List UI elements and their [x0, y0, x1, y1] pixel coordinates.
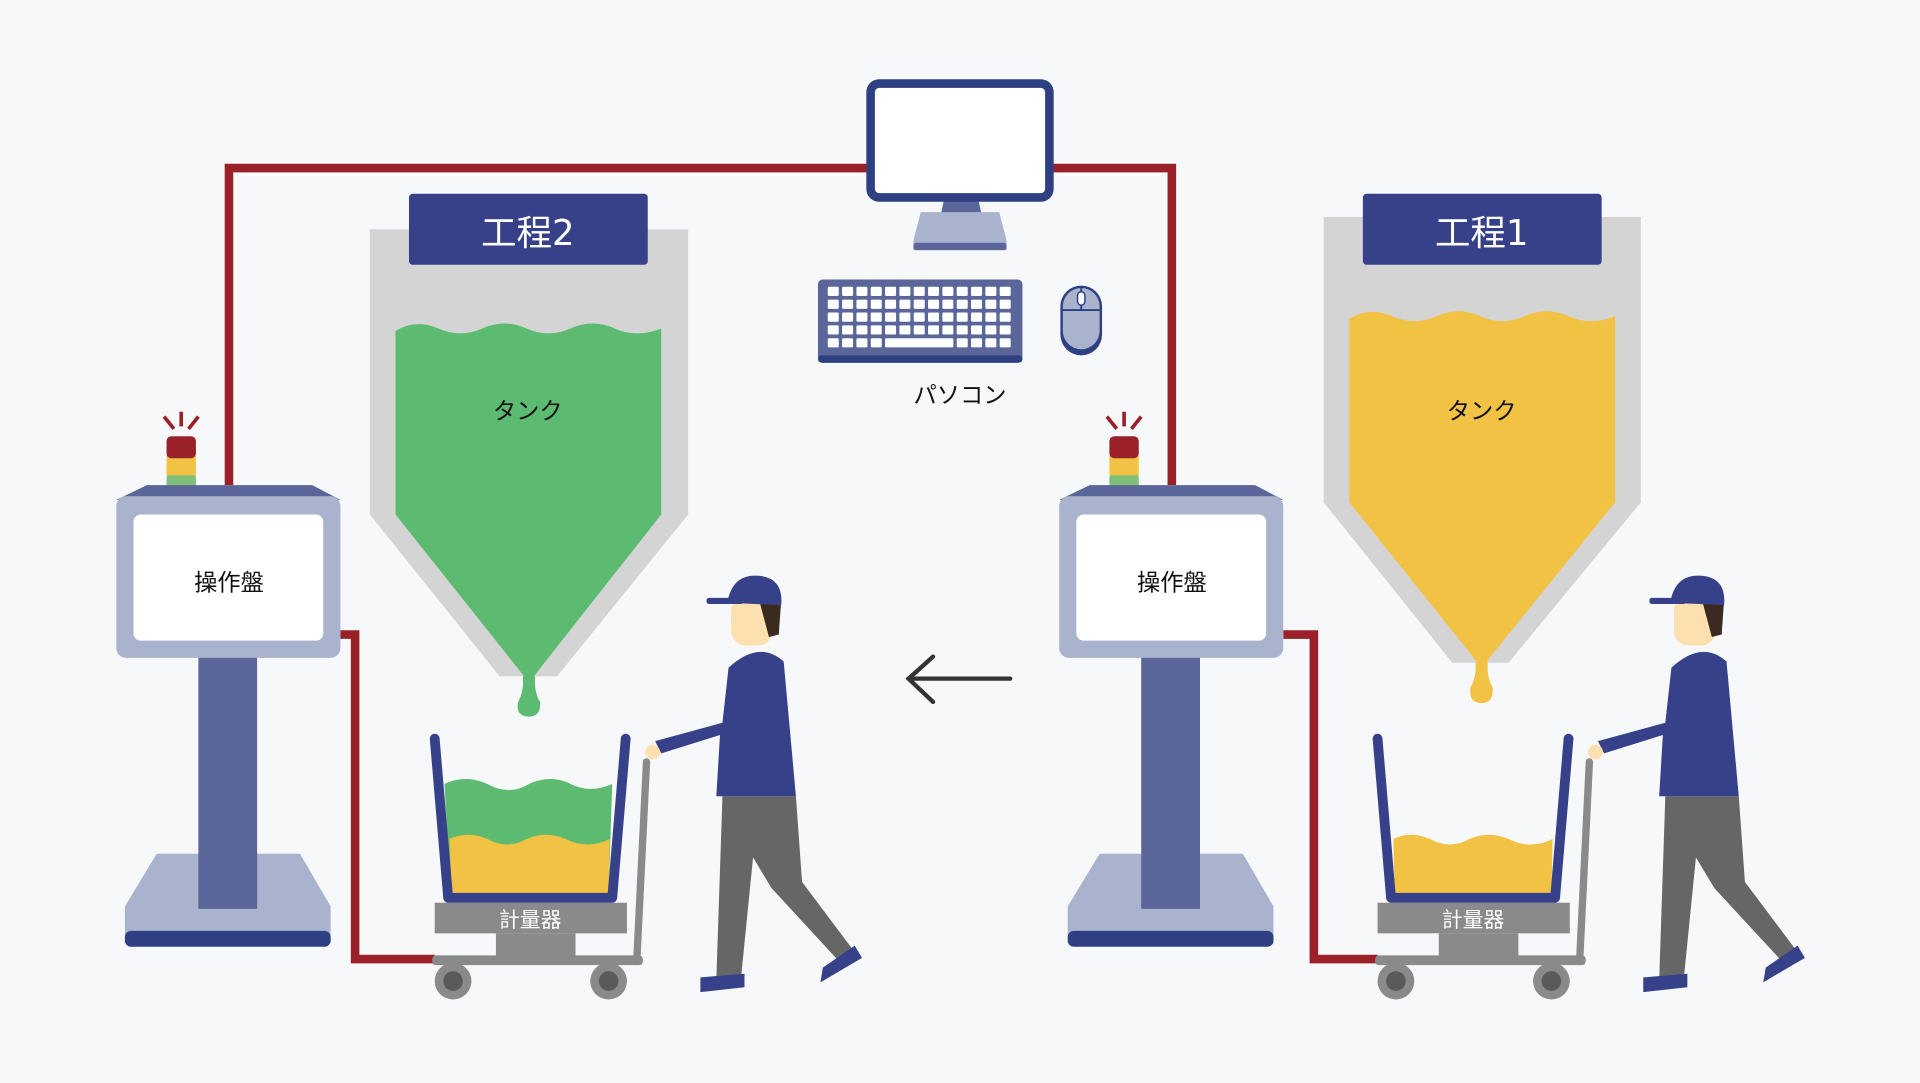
keyboard-key	[856, 312, 868, 322]
keyboard-key	[842, 325, 854, 335]
keyboard-key	[870, 338, 882, 348]
keyboard-key	[971, 286, 983, 296]
process-1-title: 工程1	[1435, 213, 1529, 254]
keyboard-key	[985, 325, 997, 335]
drip-icon	[1470, 661, 1493, 704]
keyboard-key	[971, 325, 983, 335]
keyboard-key	[999, 312, 1011, 322]
bucket-icon	[429, 733, 631, 903]
keyboard-key	[856, 338, 868, 348]
keyboard-key	[928, 286, 940, 296]
keyboard-key	[913, 312, 925, 322]
process-2: 工程2 タンク 操作盤 計量器	[114, 193, 863, 1000]
keyboard-key	[842, 312, 854, 322]
keyboard-icon	[817, 279, 1023, 363]
keyboard-key	[870, 286, 882, 296]
keyboard-key	[885, 338, 954, 348]
computer-label: パソコン	[913, 382, 1006, 409]
keyboard-key	[971, 312, 983, 322]
keyboard-key	[856, 325, 868, 335]
keyboard-key	[956, 286, 968, 296]
bucket-icon	[1372, 733, 1574, 903]
keyboard-key	[827, 286, 839, 296]
keyboard-key	[913, 325, 925, 335]
process-2-title-box	[408, 193, 648, 265]
keyboard-key	[885, 299, 897, 309]
keyboard-key	[827, 299, 839, 309]
keyboard-key	[827, 338, 839, 348]
keyboard-key	[842, 299, 854, 309]
keyboard-key	[985, 286, 997, 296]
keyboard-key	[971, 299, 983, 309]
control-panel-tower	[1057, 409, 1286, 949]
drip-icon	[517, 676, 541, 717]
keyboard-key	[885, 312, 897, 322]
keyboard-key	[899, 312, 911, 322]
process-1: 工程1 タンク 操作盤 計量器	[1057, 193, 1805, 1000]
keyboard-key	[913, 299, 925, 309]
tank-contents-green	[395, 323, 662, 683]
keyboard-key	[985, 312, 997, 322]
control-panel-label: 操作盤	[1137, 569, 1207, 596]
keyboard-key	[985, 338, 997, 348]
keyboard-key	[899, 286, 911, 296]
tank-label: タンク	[493, 398, 563, 425]
keyboard-key	[928, 299, 940, 309]
keyboard-key	[999, 338, 1011, 348]
tank-label: タンク	[1447, 398, 1517, 425]
keyboard-key	[913, 286, 925, 296]
keyboard-key	[942, 286, 954, 296]
tank-contents-yellow	[1349, 311, 1616, 668]
mouse-icon	[1060, 285, 1103, 356]
keyboard-key	[942, 299, 954, 309]
keyboard-key	[956, 325, 968, 335]
process-1-title-box	[1362, 193, 1602, 265]
keyboard-key	[899, 325, 911, 335]
keyboard-key	[885, 325, 897, 335]
computer: パソコン	[817, 79, 1103, 409]
scale-cart: 計量器	[429, 733, 646, 1000]
keyboard-key	[956, 312, 968, 322]
flow-arrow-left-icon	[905, 654, 1013, 705]
keyboard-key	[999, 286, 1011, 296]
control-panel-label: 操作盤	[194, 569, 264, 596]
process-2-title: 工程2	[481, 213, 575, 254]
network-cables	[224, 163, 1378, 964]
keyboard-key	[956, 338, 968, 348]
keyboard-key	[827, 325, 839, 335]
keyboard-key	[885, 286, 897, 296]
keyboard-key	[856, 299, 868, 309]
keyboard-key	[928, 312, 940, 322]
keyboard-key	[928, 325, 940, 335]
keyboard-key	[870, 325, 882, 335]
monitor-icon	[866, 79, 1054, 202]
keyboard-key	[899, 299, 911, 309]
keyboard-key	[999, 299, 1011, 309]
keyboard-key	[999, 325, 1011, 335]
keyboard-key	[870, 312, 882, 322]
keyboard-key	[942, 312, 954, 322]
control-panel-tower	[114, 409, 343, 949]
scale-label: 計量器	[1442, 908, 1505, 932]
keyboard-key	[870, 299, 882, 309]
keyboard-key	[827, 312, 839, 322]
keyboard-key	[856, 286, 868, 296]
scale-label: 計量器	[499, 908, 562, 932]
keyboard-key	[942, 325, 954, 335]
keyboard-key	[985, 299, 997, 309]
keyboard-key	[971, 338, 983, 348]
keyboard-key	[842, 338, 854, 348]
keyboard-key	[956, 299, 968, 309]
scale-cart: 計量器	[1372, 733, 1589, 1000]
keyboard-key	[842, 286, 854, 296]
